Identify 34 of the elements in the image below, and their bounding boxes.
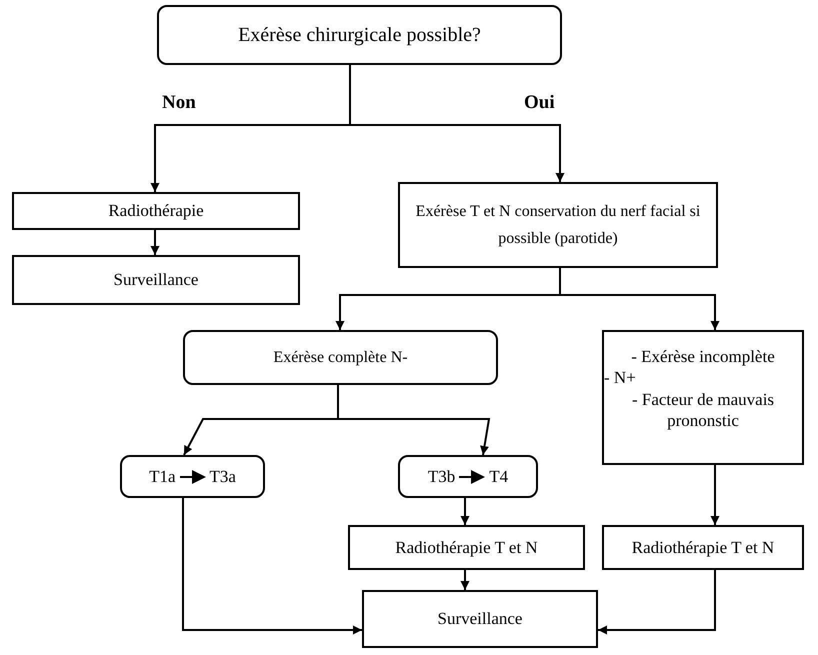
node-text: T3b xyxy=(428,466,456,486)
arrow xyxy=(460,570,470,590)
node-text: Surveillance xyxy=(114,270,198,290)
arrow xyxy=(598,570,716,634)
arrow xyxy=(150,230,160,255)
arrow xyxy=(460,498,470,525)
process-box xyxy=(398,182,718,268)
arrow xyxy=(349,65,564,182)
process-box xyxy=(362,590,598,648)
rounded-box xyxy=(183,330,498,385)
node-text: Radiothérapie xyxy=(108,201,204,221)
rounded-box xyxy=(398,455,538,498)
rounded-box xyxy=(157,5,562,65)
node-text: T1a xyxy=(149,466,176,486)
arrow xyxy=(182,498,362,634)
process-box xyxy=(348,525,585,570)
node-text: - Facteur de mauvais prononstic xyxy=(630,388,776,431)
node-text: Radiothérapie T et N xyxy=(395,538,538,558)
node-text: Exérèse chirurgicale possible? xyxy=(238,24,481,46)
node-text: - Exérèse incomplète xyxy=(630,346,776,368)
arrow xyxy=(559,268,720,330)
process-box xyxy=(12,255,300,305)
node-text: Exérèse complète N- xyxy=(273,348,408,366)
node-text: T3a xyxy=(210,466,236,486)
node-text: - N+ xyxy=(604,367,637,388)
process-box xyxy=(12,192,300,230)
rounded-box xyxy=(120,455,265,498)
node-text: Exérèse T et N conservation du nerf facial si possible (parotide) xyxy=(414,202,702,249)
arrow xyxy=(710,465,720,525)
process-box xyxy=(602,525,804,570)
process-box xyxy=(602,330,804,465)
node-text: T4 xyxy=(489,466,508,486)
node-text: Surveillance xyxy=(438,609,522,629)
node-text: Radiothérapie T et N xyxy=(632,538,774,558)
